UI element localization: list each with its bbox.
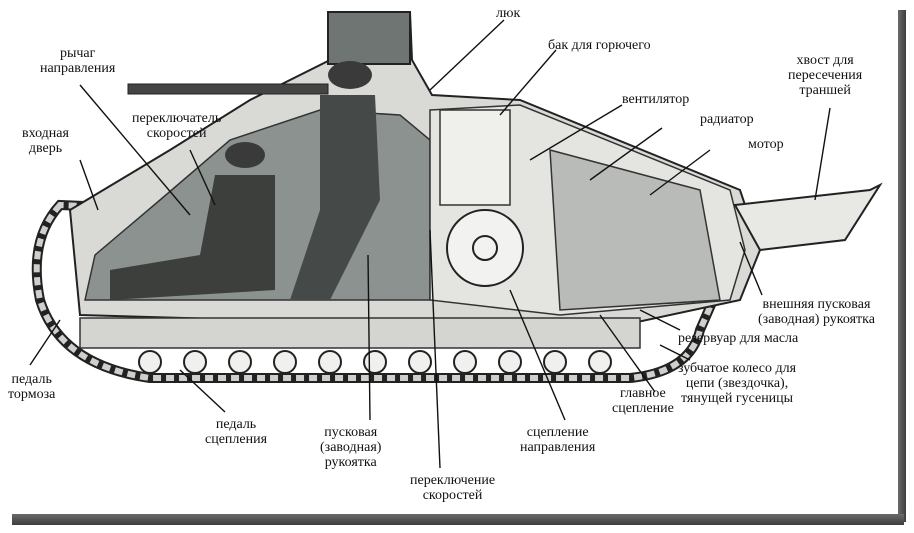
label-fan: вентилятор: [622, 92, 690, 107]
crew-figures: [110, 61, 380, 300]
road-wheel: [273, 350, 297, 374]
label-external-crank: внешняя пусковая(заводная) рукоятка: [758, 297, 875, 327]
road-wheel: [408, 350, 432, 374]
road-wheel: [498, 350, 522, 374]
frame-shadow-right: [898, 10, 906, 522]
label-fuel-tank: бак для горючего: [548, 38, 651, 53]
road-wheel: [543, 350, 567, 374]
label-starting-crank: пусковая(заводная)рукоятка: [320, 425, 382, 470]
road-wheel: [228, 350, 252, 374]
road-wheel: [183, 350, 207, 374]
callout-lines: [29, 19, 831, 469]
road-wheels: [138, 350, 612, 374]
label-radiator: радиатор: [700, 112, 754, 127]
label-hatch: люк: [496, 6, 521, 21]
road-wheel: [588, 350, 612, 374]
road-wheel: [453, 350, 477, 374]
road-wheel: [318, 350, 342, 374]
frame-shadow-bottom: [12, 514, 904, 525]
road-wheel: [363, 350, 387, 374]
label-oil-tank: резервуар для масла: [678, 331, 799, 346]
road-wheel: [138, 350, 162, 374]
label-engine: мотор: [748, 137, 784, 152]
